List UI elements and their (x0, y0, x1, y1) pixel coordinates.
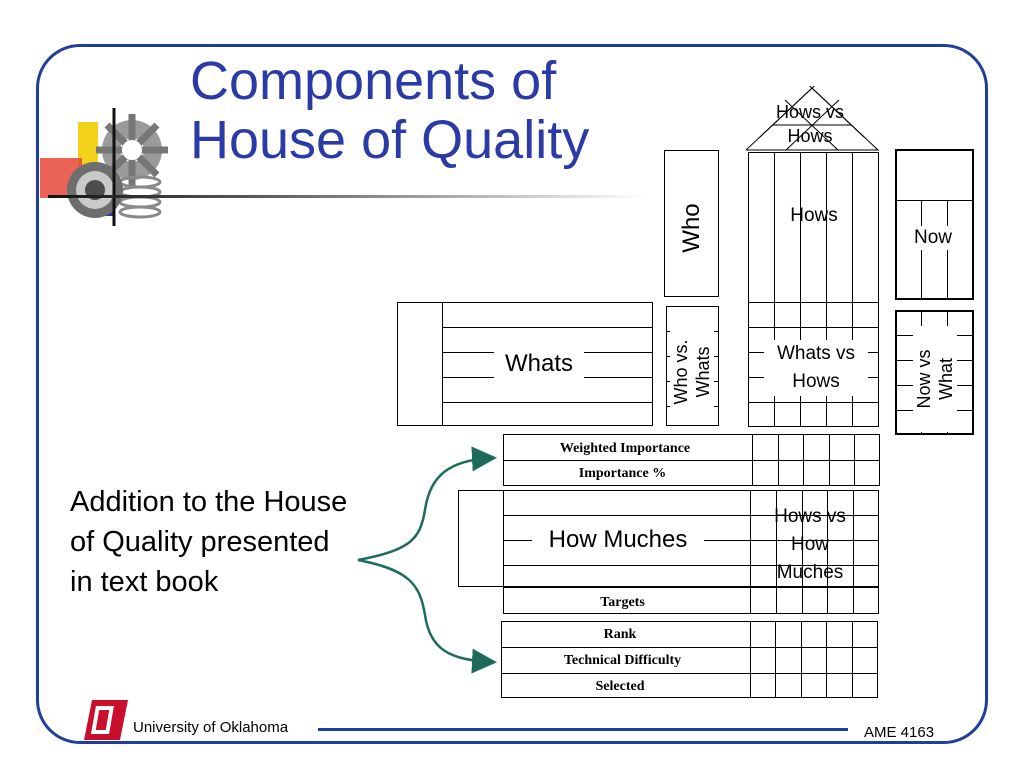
page-title: Components of House of Quality (190, 52, 660, 170)
hows-vs-how-muches-label: Hows vs How Muches (774, 506, 846, 583)
now-label: Now (903, 226, 963, 250)
who-vs-whats-label: Who vs. Whats (670, 322, 714, 422)
slide-frame (36, 44, 988, 744)
now-vs-what-label: Now vs What (913, 326, 957, 432)
ou-logo-icon (84, 700, 128, 740)
footer-rule (318, 728, 848, 731)
rank-block (501, 621, 878, 698)
importance-pct-label: Importance % (560, 466, 685, 482)
side-note: Addition to the House of Quality present… (70, 486, 348, 598)
weighted-importance-label: Weighted Importance (559, 441, 691, 456)
targets-label: Targets (585, 595, 660, 611)
now-box (895, 149, 974, 300)
who-label: Who (678, 203, 705, 253)
whats-vs-hows-label: Whats vs Hows (764, 340, 868, 396)
technical-difficulty-label: Technical Difficulty (563, 653, 682, 668)
footer-university: University of Oklahoma (133, 719, 289, 736)
brace-arrows-icon (357, 446, 497, 674)
title-underline (48, 195, 648, 198)
selected-label: Selected (580, 679, 660, 695)
gear-clipart-icon (40, 108, 168, 226)
title-line-2: House of Quality (190, 110, 590, 170)
rank-label: Rank (603, 627, 637, 642)
how-muches-label: How Muches (532, 526, 704, 554)
title-line-1: Components of (190, 51, 557, 111)
roof-hows-vs-hows (746, 86, 880, 151)
roof-label: Hows vs Hows (775, 102, 844, 146)
footer-course: AME 4163 (858, 724, 941, 741)
hows-label: Hows (790, 205, 838, 226)
who-box (664, 150, 719, 297)
targets-row (503, 587, 879, 614)
whats-label: Whats (494, 350, 584, 378)
